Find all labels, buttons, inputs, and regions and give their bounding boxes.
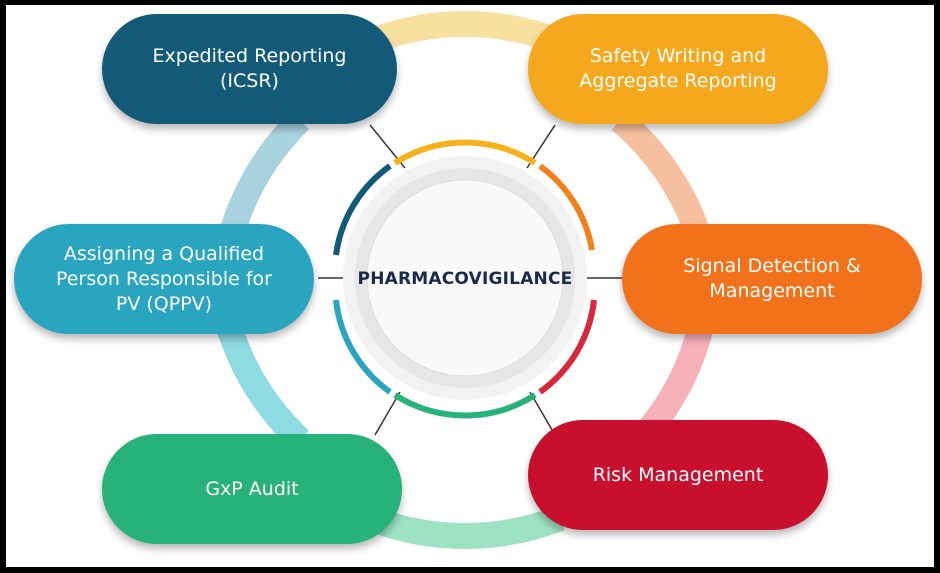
center-disc bbox=[366, 179, 564, 377]
ring-segment-bottom bbox=[365, 505, 565, 549]
node-risk-management: Risk Management bbox=[528, 420, 828, 530]
ring-segment-top bbox=[365, 11, 565, 55]
inner-color-ring bbox=[333, 139, 597, 419]
node-safety-writing: Safety Writing and Aggregate Reporting bbox=[528, 14, 828, 124]
ring-segment-left-bottom bbox=[217, 325, 310, 450]
node-gxp-audit: GxP Audit bbox=[102, 434, 402, 544]
ring-segment-left-top bbox=[217, 110, 310, 244]
node-expedited-reporting: Expedited Reporting (ICSR) bbox=[102, 14, 397, 124]
node-signal-detection: Signal Detection & Management bbox=[622, 224, 922, 334]
center-label: PHARMACOVIGILANCE bbox=[357, 269, 573, 289]
connector-line bbox=[529, 391, 556, 436]
connector-line bbox=[374, 391, 401, 436]
node-qppv: Assigning a Qualified Person Responsible… bbox=[14, 224, 314, 334]
ring-segment-right-top bbox=[611, 110, 713, 245]
